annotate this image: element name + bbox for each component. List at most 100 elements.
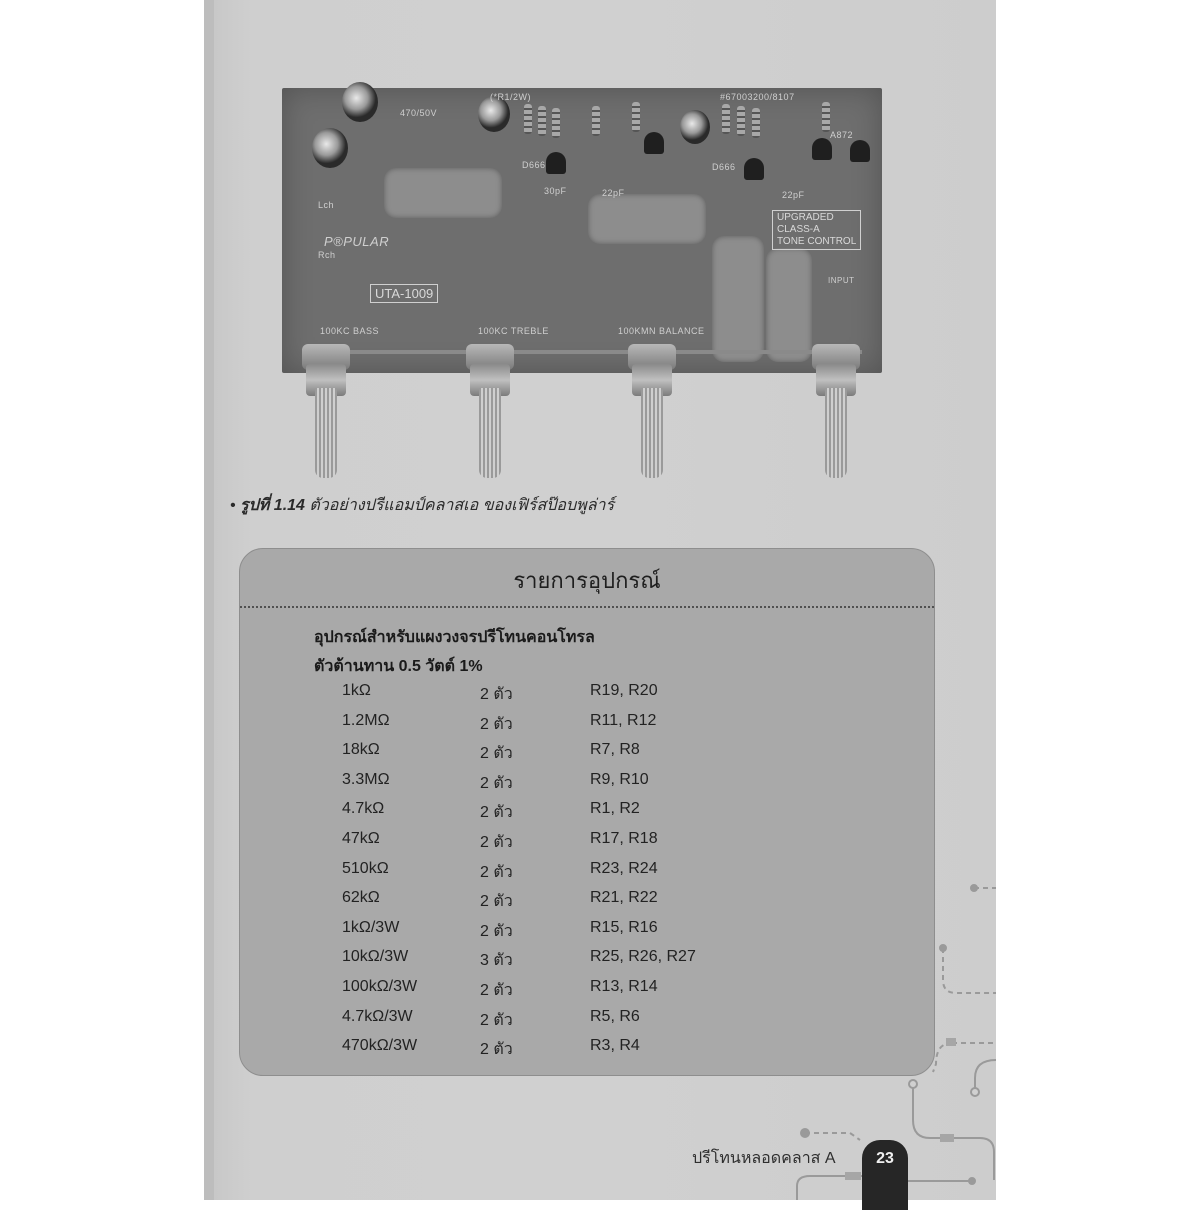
part-value: 4.7kΩ <box>342 800 385 818</box>
dotted-divider <box>240 606 934 608</box>
panel-title: รายการอุปกรณ์ <box>513 568 661 593</box>
part-qty: 2 ตัว <box>480 863 513 881</box>
potentiometer-shaft-balance <box>641 388 663 478</box>
pcb-note: (*R1/2W) <box>490 92 532 102</box>
pcb-cap-label: 30pF <box>544 186 567 196</box>
part-refs: R11, R12 <box>590 711 657 729</box>
capacitor-icon <box>478 96 510 132</box>
part-qty: 2 ตัว <box>480 1041 513 1059</box>
bullet: • <box>230 497 241 514</box>
capacitor-icon <box>342 82 378 122</box>
pcb-cap-label: 22pF <box>602 188 625 198</box>
transistor-icon <box>812 138 832 160</box>
part-refs: R7, R8 <box>590 741 640 759</box>
part-refs: R17, R18 <box>590 829 658 847</box>
potentiometer-shaft-bass <box>315 388 337 478</box>
part-refs: R25, R26, R27 <box>590 948 696 966</box>
chapter-running-title: ปรีโทนหลอดคลาส A <box>692 1150 836 1167</box>
part-qty: 2 ตัว <box>480 745 513 763</box>
part-value: 1kΩ/3W <box>342 918 400 936</box>
pcb-brand: P®PULAR <box>324 234 390 249</box>
film-capacitor <box>588 194 706 244</box>
badge-line: TONE CONTROL <box>777 236 857 247</box>
part-refs: R13, R14 <box>590 977 658 995</box>
part-value: 100kΩ/3W <box>342 977 418 995</box>
caption-text: ตัวอย่างปรีแอมป์คลาสเอ ของเฟิร์สป๊อบพูล่… <box>309 497 615 514</box>
resistor-icon <box>552 108 560 138</box>
resistor-icon <box>632 102 640 132</box>
page-edge <box>204 0 214 1200</box>
resistor-icon <box>524 104 532 134</box>
pcb-pot-label: 100KMN BALANCE <box>618 326 705 336</box>
pcb-transistor-label: A872 <box>830 130 854 140</box>
parts-list-panel: รายการอุปกรณ์ อุปกรณ์สำหรับแผงวงจรปรีโทน… <box>239 548 935 1076</box>
pcb-channel-label: Rch <box>318 250 336 260</box>
figure-caption: • รูปที่ 1.14 ตัวอย่างปรีแอมป์คลาสเอ ของ… <box>230 493 614 518</box>
page-number-badge: 23 <box>862 1140 908 1210</box>
resistor-icon <box>538 106 546 136</box>
part-qty: 2 ตัว <box>480 804 513 822</box>
circuit-trace-decoration <box>905 884 996 1185</box>
transistor-icon <box>850 140 870 162</box>
part-value: 3.3MΩ <box>342 770 390 788</box>
solder-rail <box>322 350 862 354</box>
part-qty: 2 ตัว <box>480 922 513 940</box>
part-value: 4.7kΩ/3W <box>342 1007 413 1025</box>
pcb-pot-label: 100KC TREBLE <box>478 326 549 336</box>
part-refs: R1, R2 <box>590 800 640 818</box>
potentiometer-shaft-volume <box>825 388 847 478</box>
part-qty: 2 ตัว <box>480 715 513 733</box>
transistor-icon <box>546 152 566 174</box>
resistor-icon <box>722 104 730 134</box>
badge-line: CLASS-A <box>777 224 820 235</box>
part-value: 10kΩ/3W <box>342 948 409 966</box>
pcb-transistor-label: D666 <box>522 160 546 170</box>
potentiometer-shaft-treble <box>479 388 501 478</box>
part-value: 470kΩ/3W <box>342 1037 418 1055</box>
part-value: 1.2MΩ <box>342 711 390 729</box>
part-value: 47kΩ <box>342 829 380 847</box>
pcb-model-label: UTA-1009 <box>370 284 439 303</box>
part-qty: 2 ตัว <box>480 893 513 911</box>
part-value: 62kΩ <box>342 889 380 907</box>
section-title: อุปกรณ์สำหรับแผงวงจรปรีโทนคอนโทรล <box>314 629 595 646</box>
caption-prefix: รูปที่ 1.14 <box>240 497 305 514</box>
part-refs: R15, R16 <box>590 918 658 936</box>
pcb-cap-label: 470/50V <box>400 108 438 118</box>
resistor-icon <box>737 106 745 136</box>
circuit-board: (*R1/2W) #67003200/8107 470/50V D666 D66… <box>282 82 882 373</box>
part-refs: R3, R4 <box>590 1037 640 1055</box>
footer-trace-decoration <box>796 1128 900 1200</box>
part-qty: 2 ตัว <box>480 833 513 851</box>
part-refs: R5, R6 <box>590 1007 640 1025</box>
part-qty: 2 ตัว <box>480 686 513 703</box>
part-qty: 2 ตัว <box>480 981 513 999</box>
part-value: 18kΩ <box>342 741 380 759</box>
pcb-channel-label: Lch <box>318 200 335 210</box>
resistor-icon <box>822 102 830 132</box>
subsection-title: ตัวต้านทาน 0.5 วัตต์ 1% <box>314 658 483 675</box>
pcb-pot-label: 100KC BASS <box>320 326 380 336</box>
part-value: 1kΩ <box>342 682 371 699</box>
resistor-icon <box>752 108 760 138</box>
pcb-transistor-label: D666 <box>712 162 736 172</box>
part-refs: R19, R20 <box>590 682 658 699</box>
pcb-part-number: #67003200/8107 <box>720 92 795 102</box>
film-capacitor <box>766 248 812 362</box>
part-refs: R23, R24 <box>590 859 658 877</box>
pcb-input-label: INPUT <box>828 276 855 285</box>
transistor-icon <box>644 132 664 154</box>
pcb-photo: (*R1/2W) #67003200/8107 470/50V D666 D66… <box>282 82 882 478</box>
part-value: 510kΩ <box>342 859 389 877</box>
part-refs: R21, R22 <box>590 889 658 907</box>
part-refs: R9, R10 <box>590 770 649 788</box>
capacitor-icon <box>312 128 348 168</box>
resistor-icon <box>592 106 600 136</box>
pcb-cap-label: 22pF <box>782 190 805 200</box>
part-qty: 2 ตัว <box>480 774 513 792</box>
film-capacitor <box>384 168 502 218</box>
capacitor-icon <box>680 110 710 144</box>
part-qty: 3 ตัว <box>480 952 513 970</box>
badge-line: UPGRADED <box>777 212 834 223</box>
transistor-icon <box>744 158 764 180</box>
